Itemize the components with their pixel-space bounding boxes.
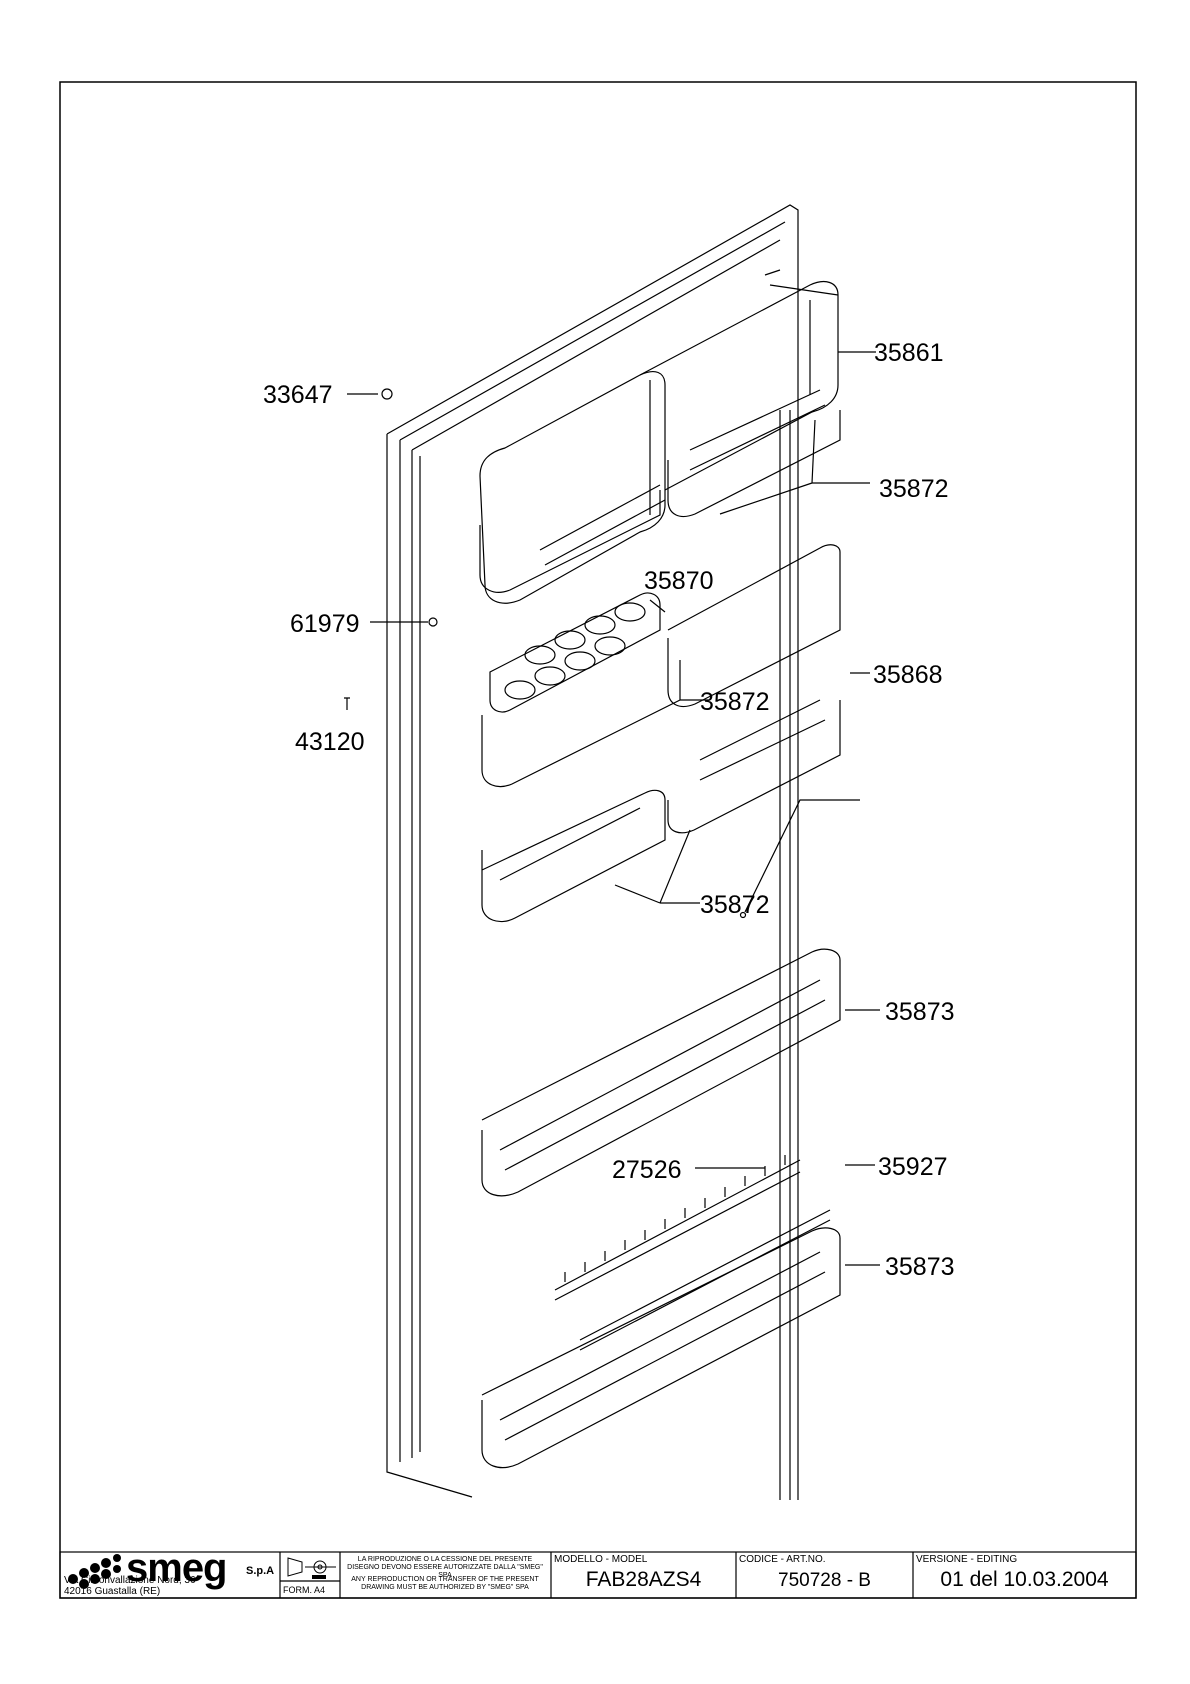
part-label: 35861 [874,339,944,367]
part-label: 43120 [295,728,365,756]
unit-mark [312,1575,326,1579]
version-label: VERSIONE - EDITING [916,1554,1018,1565]
part-label: 61979 [290,610,360,638]
part-label: 35872 [700,688,770,716]
part-label: 35873 [885,1253,955,1281]
title-block [59,1551,1137,1599]
model-label: MODELLO - MODEL [554,1554,648,1565]
smeg-logo-icon [68,1554,121,1589]
drawing-frame [59,81,1137,1599]
part-label: 27526 [612,1156,682,1184]
part-label: 35873 [885,998,955,1026]
brand-suffix: S.p.A [246,1565,275,1577]
projection-symbol-icon [287,1557,336,1577]
part-label: 35927 [878,1153,948,1181]
code-value: 750728 - B [778,1570,871,1591]
brand-name: smeg [126,1546,227,1590]
part-label: 35872 [700,891,770,919]
code-label: CODICE - ART.NO. [739,1554,826,1565]
part-label: 35872 [879,475,949,503]
model-value: FAB28AZS4 [585,1568,702,1591]
copyright-note-it: LA RIPRODUZIONE O LA CESSIONE DEL PRESEN… [347,1556,543,1579]
format-label: FORM. A4 [283,1585,326,1595]
part-label: 33647 [263,381,333,409]
leader-lines [347,351,880,1266]
part-label: 35870 [644,567,714,595]
door-assembly [344,204,841,1500]
copyright-note-en: ANY REPRODUCTION OR TRANSFER OF THE PRES… [351,1576,539,1591]
part-label: 35868 [873,661,943,689]
address-line-2: 42016 Guastalla (RE) [64,1586,161,1597]
address-line-1: Via Circonvallazione Nord, 36 [64,1575,196,1586]
version-value: 01 del 10.03.2004 [940,1568,1109,1591]
